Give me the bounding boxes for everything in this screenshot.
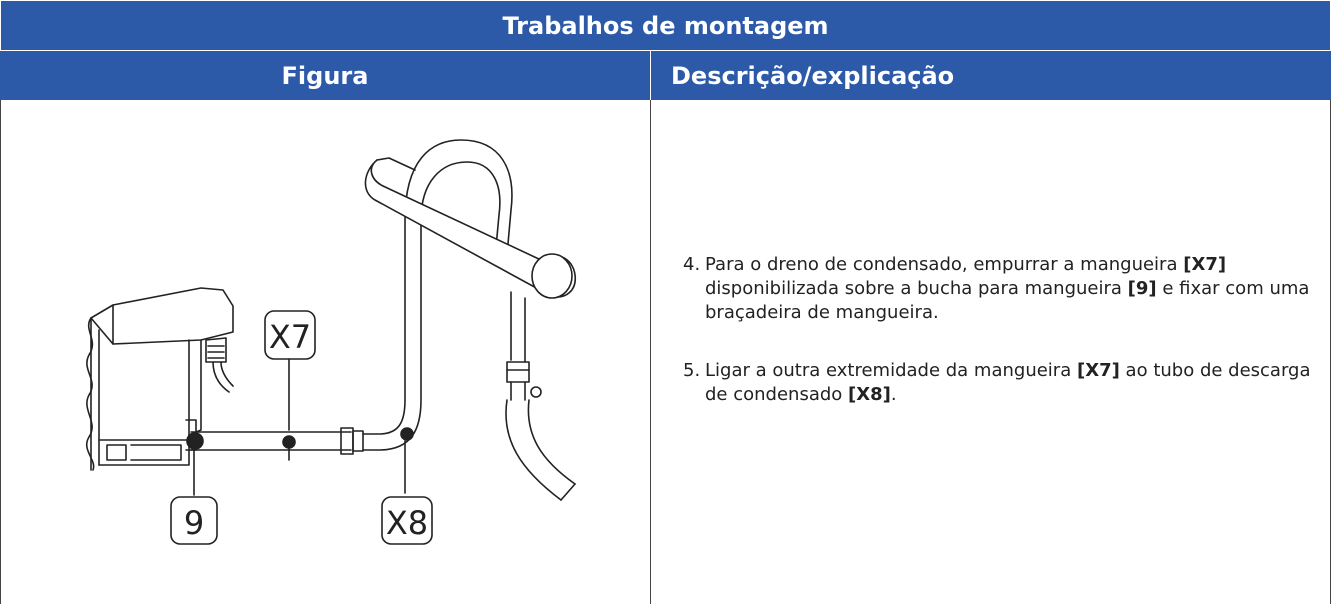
table-title: Trabalhos de montagem	[0, 0, 1331, 50]
column-header-description: Descrição/explicação	[651, 50, 1331, 100]
table-row: X7 9 X8 4. Para o dreno de condensado, e…	[0, 100, 1331, 604]
cable-gland-drawing	[205, 337, 234, 393]
label-x8: X8	[386, 504, 428, 542]
description-cell: 4. Para o dreno de condensado, empurrar …	[651, 100, 1331, 604]
step-number: 5.	[683, 360, 701, 381]
step-list: 4. Para o dreno de condensado, empurrar …	[683, 253, 1313, 441]
hose-x7-drawing	[186, 427, 364, 455]
figure-cell: X7 9 X8	[0, 100, 651, 604]
callout-box-x8	[381, 496, 433, 545]
column-header-figure: Figura	[0, 50, 651, 100]
label-nine: 9	[184, 504, 204, 542]
pipe-x8-drawing	[362, 139, 513, 451]
label-x7: X7	[269, 318, 311, 356]
step-number: 4.	[683, 254, 701, 275]
callout-box-x7	[264, 310, 316, 360]
drain-pipe-drawing	[364, 157, 576, 299]
ref-x7: [X7]	[1076, 360, 1120, 381]
ref-nine: [9]	[1127, 278, 1157, 299]
drain-hose-diagram: X7 9 X8	[86, 139, 576, 545]
callout-box-nine	[170, 496, 218, 545]
unit-housing-drawing	[86, 287, 234, 471]
step-5: 5. Ligar a outra extremidade da mangueir…	[683, 360, 1311, 405]
column-headers: Figura Descrição/explicação	[0, 50, 1331, 100]
assembly-figure: X7 9 X8	[1, 100, 652, 604]
step-4: 4. Para o dreno de condensado, empurrar …	[683, 254, 1310, 323]
funnel-drawing	[505, 291, 576, 501]
ref-x8: [X8]	[848, 384, 891, 405]
ref-x7: [X7]	[1183, 254, 1227, 275]
